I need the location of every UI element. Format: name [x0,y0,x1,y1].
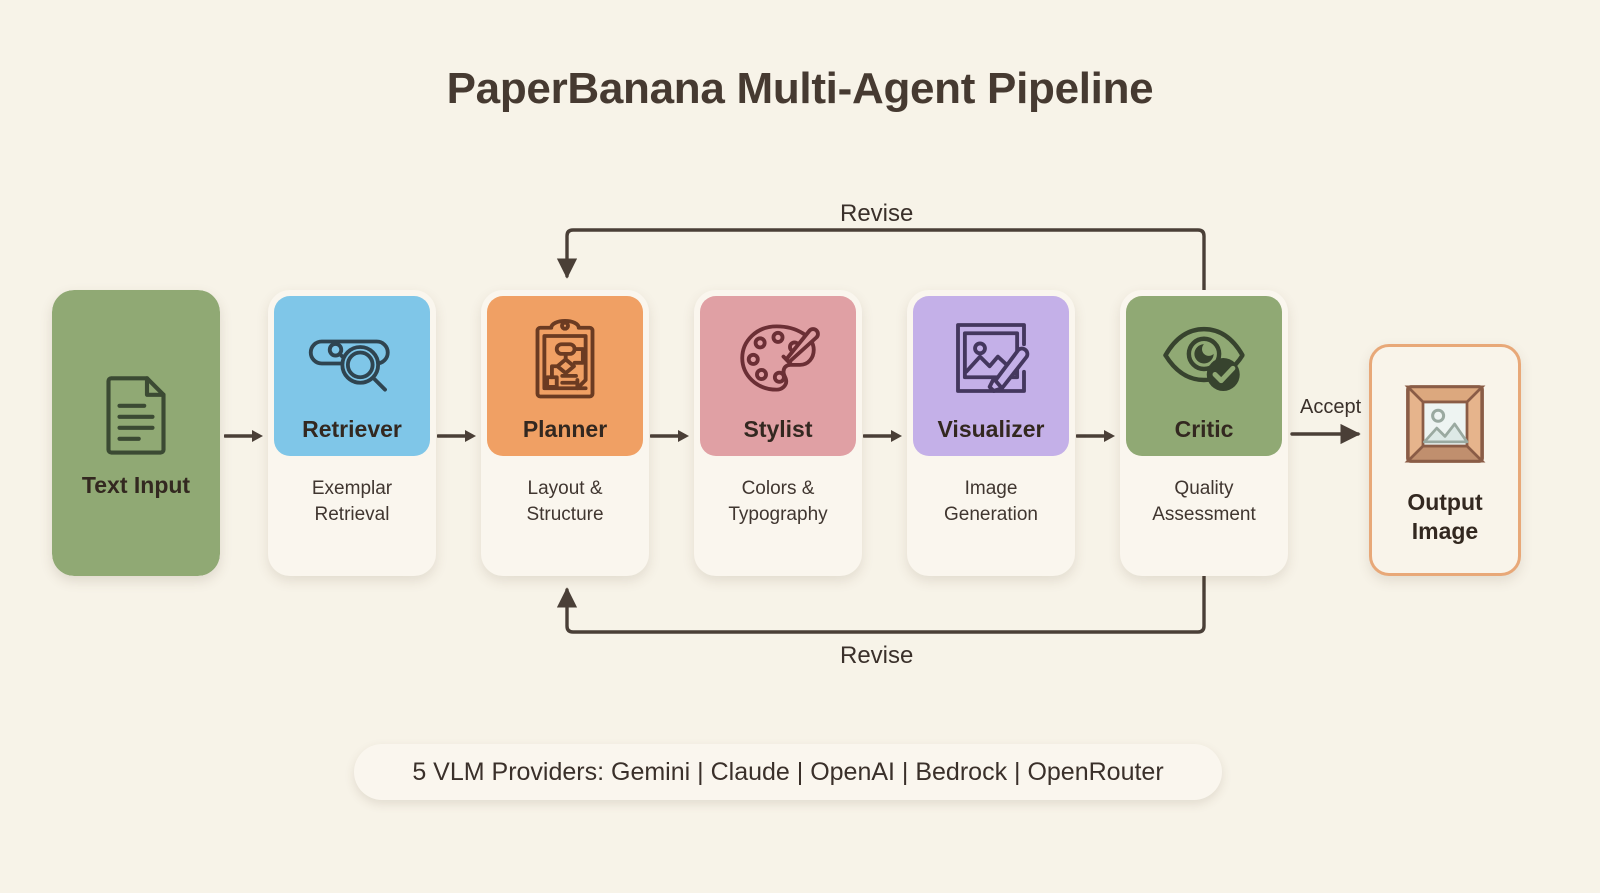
node-critic-head: Critic [1126,296,1282,457]
clipboard-flowchart-icon [519,312,611,404]
node-planner-subtitle-line2: Structure [526,504,604,526]
node-stylist-subtitle-line2: Typography [728,504,828,526]
accept-label: Accept [1300,396,1362,418]
node-critic-subtitle-line2: Assessment [1152,504,1256,526]
node-retriever-title: Retriever [302,416,402,442]
vlm-providers-text: 5 VLM Providers: Gemini | Claude | OpenA… [412,757,1164,786]
arrow-input-to-retriever [224,425,266,447]
node-visualizer-subtitle-line1: Image [964,478,1018,500]
node-text-input-head: Text Input [52,290,220,576]
node-stylist-subtitle-line1: Colors & [741,478,815,500]
node-retriever-head: Retriever [274,296,430,457]
arrow-retriever-to-planner [437,425,479,447]
node-planner-head: Planner [487,296,643,457]
search-bar-magnifier-icon [306,312,398,404]
revise-loop-top [556,228,1206,292]
node-critic[interactable]: Critic Quality Assessment [1120,290,1288,576]
picture-frame-icon [1395,374,1495,474]
node-stylist-head: Stylist [700,296,856,457]
node-visualizer[interactable]: Visualizer Image Generation [907,290,1075,576]
node-visualizer-head: Visualizer [913,296,1069,457]
node-visualizer-subtitle: Image Generation [907,462,1075,546]
node-retriever[interactable]: Retriever Exemplar Retrieval [268,290,436,576]
node-text-input-title: Text Input [81,471,191,498]
eye-check-icon [1158,312,1250,404]
node-output-image-head: Output Image [1372,347,1518,573]
node-stylist[interactable]: Stylist Colors & Typography [694,290,862,576]
node-output-image[interactable]: Output Image [1369,344,1521,576]
node-retriever-subtitle-line1: Exemplar [311,478,393,500]
arrow-planner-to-stylist [650,425,692,447]
node-planner-subtitle: Layout & Structure [481,462,649,546]
node-critic-title: Critic [1174,416,1234,442]
revise-bottom-label: Revise [840,642,914,669]
image-brush-icon [945,312,1037,404]
node-planner-title: Planner [522,416,608,442]
node-critic-subtitle-line1: Quality [1174,478,1234,500]
node-stylist-subtitle: Colors & Typography [694,462,862,546]
node-visualizer-subtitle-line2: Generation [943,504,1038,526]
node-critic-subtitle: Quality Assessment [1120,462,1288,546]
palette-brush-icon [732,312,824,404]
arrow-visualizer-to-critic [1076,425,1118,447]
node-planner-subtitle-line1: Layout & [527,478,603,500]
node-output-image-title-line1: Output [1407,489,1483,516]
node-retriever-subtitle: Exemplar Retrieval [268,462,436,546]
revise-top-label: Revise [840,200,914,227]
revise-loop-bottom [556,574,1206,634]
node-output-image-title: Output Image [1407,488,1482,546]
document-icon [90,368,182,460]
vlm-providers-badge: 5 VLM Providers: Gemini | Claude | OpenA… [354,744,1222,800]
node-text-input[interactable]: Text Input [52,290,220,576]
node-visualizer-title: Visualizer [937,416,1045,442]
node-output-image-title-line2: Image [1411,518,1479,544]
arrow-stylist-to-visualizer [863,425,905,447]
node-retriever-subtitle-line2: Retrieval [314,504,390,526]
node-planner[interactable]: Planner Layout & Structure [481,290,649,576]
page-title: PaperBanana Multi-Agent Pipeline [446,64,1154,113]
node-stylist-title: Stylist [743,416,813,442]
